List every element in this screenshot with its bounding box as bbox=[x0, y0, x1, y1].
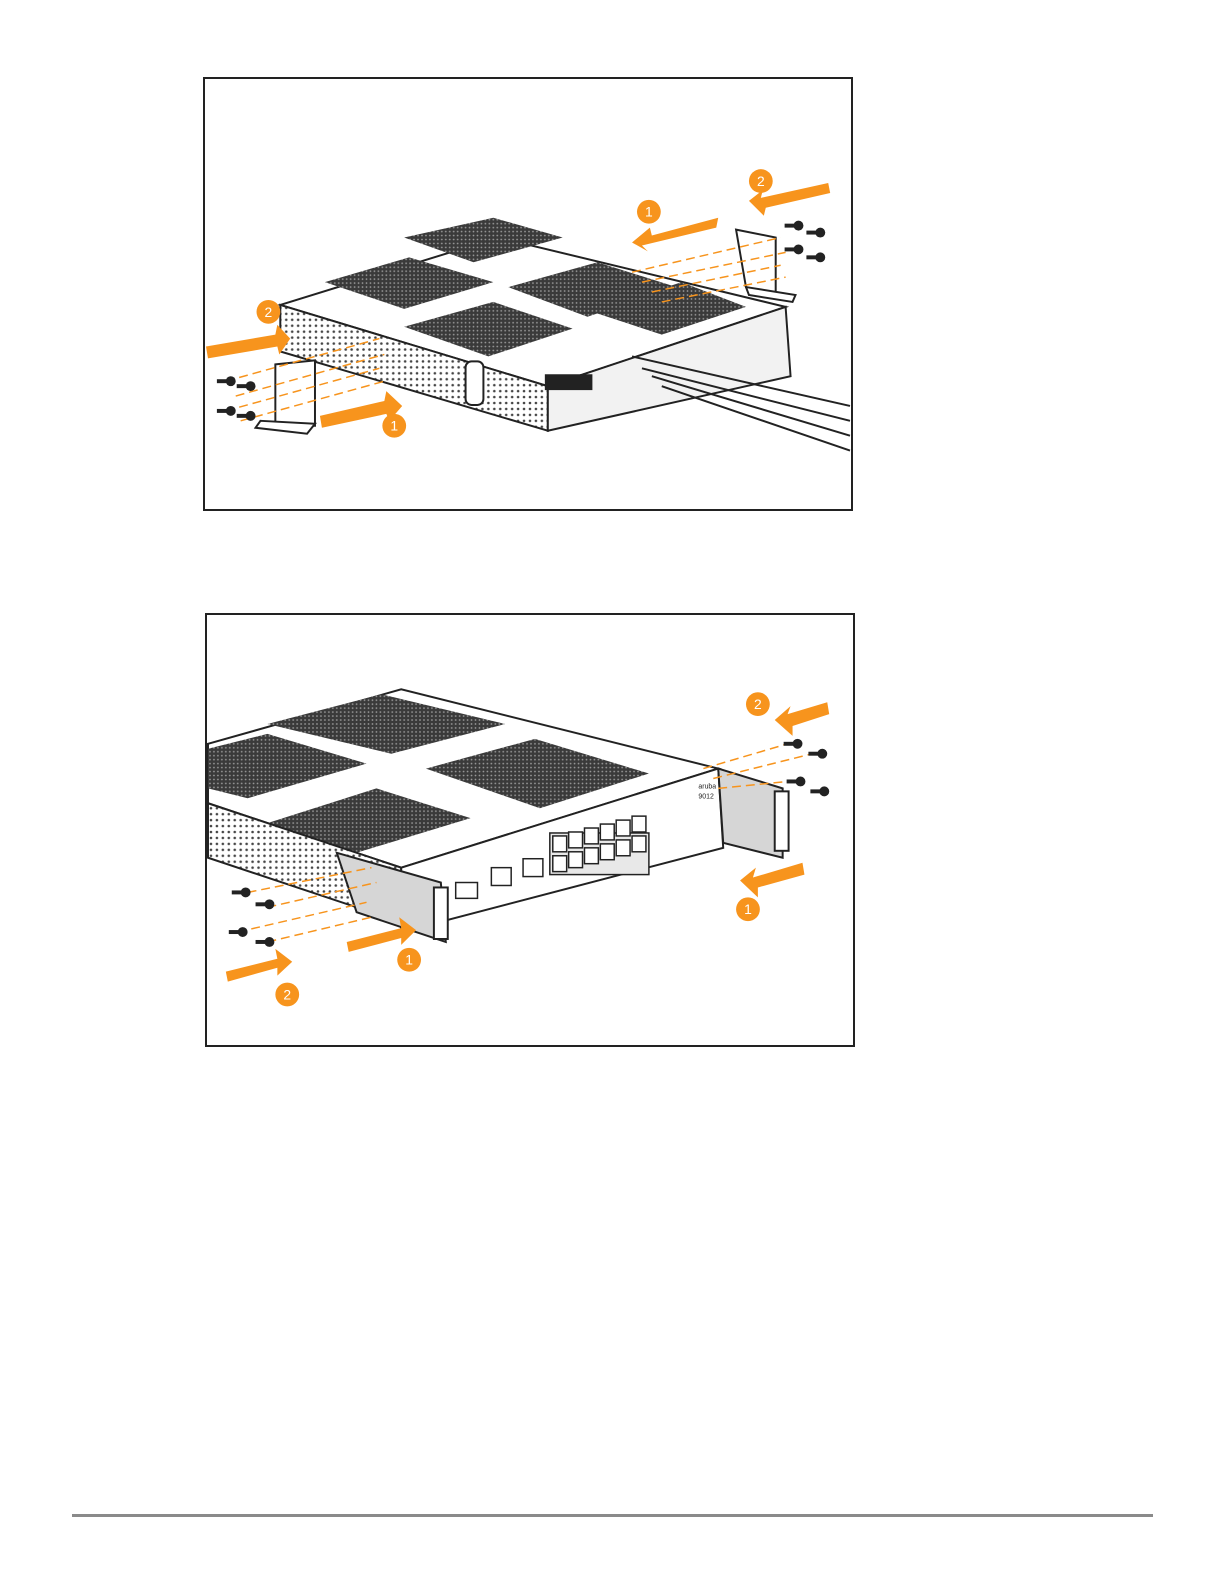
callout: 2 bbox=[257, 300, 281, 324]
arrow-screw bbox=[226, 949, 292, 982]
svg-text:2: 2 bbox=[754, 696, 762, 712]
callout: 2 bbox=[746, 692, 770, 716]
bracket-right bbox=[718, 769, 782, 858]
arrow-insert bbox=[740, 863, 804, 898]
switch-front-illustration: aruba 9012 bbox=[207, 615, 853, 1045]
callout: 1 bbox=[382, 414, 406, 438]
svg-text:2: 2 bbox=[757, 173, 765, 189]
brand-label: aruba bbox=[698, 783, 716, 790]
callout: 1 bbox=[397, 948, 421, 972]
arrow-screw bbox=[206, 325, 290, 359]
arrow-screw bbox=[775, 702, 829, 736]
arrow-insert bbox=[347, 917, 416, 952]
bracket-left bbox=[275, 360, 315, 425]
callout: 2 bbox=[749, 169, 773, 193]
figure-rear-bracket-install: 1 2 1 2 bbox=[203, 77, 853, 511]
svg-text:1: 1 bbox=[390, 418, 398, 434]
callout: 1 bbox=[637, 200, 661, 224]
model-label: 9012 bbox=[698, 793, 714, 800]
callout: 1 bbox=[736, 897, 760, 921]
figure-front-bracket-install: aruba 9012 bbox=[205, 613, 855, 1047]
svg-text:1: 1 bbox=[744, 901, 752, 917]
handle bbox=[466, 361, 484, 405]
svg-text:1: 1 bbox=[405, 952, 413, 968]
switch-rear-illustration: 1 2 1 2 bbox=[205, 79, 851, 509]
rear-ports bbox=[545, 374, 593, 390]
svg-text:2: 2 bbox=[265, 304, 273, 320]
svg-text:1: 1 bbox=[645, 204, 653, 220]
bracket-left-flange bbox=[256, 421, 315, 434]
callout: 2 bbox=[275, 983, 299, 1007]
footer-divider bbox=[72, 1514, 1153, 1517]
bracket-left-ear bbox=[434, 887, 448, 939]
svg-text:2: 2 bbox=[283, 986, 291, 1002]
bracket-right-ear bbox=[775, 791, 789, 850]
